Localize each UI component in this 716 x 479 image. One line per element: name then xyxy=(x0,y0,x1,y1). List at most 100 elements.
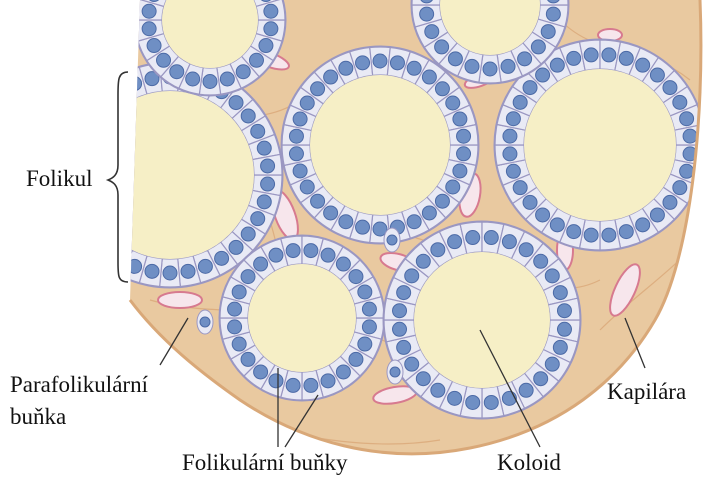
colloid xyxy=(248,264,356,372)
cell-nucleus xyxy=(502,235,516,249)
follicular-cell xyxy=(60,135,92,160)
kapilara-label: Kapilára xyxy=(607,378,686,406)
cell-nucleus xyxy=(85,227,99,241)
cell-nucleus xyxy=(534,372,548,386)
follicular-cell xyxy=(66,205,99,234)
cell-nucleus xyxy=(142,4,156,18)
cell-nucleus xyxy=(420,7,434,21)
cell-nucleus xyxy=(636,218,650,232)
cell-nucleus xyxy=(128,77,142,91)
cell-nucleus xyxy=(483,62,497,76)
cell-nucleus xyxy=(416,372,430,386)
cell-nucleus xyxy=(257,141,271,155)
cell-nucleus xyxy=(304,378,318,392)
cell-nucleus xyxy=(163,266,177,280)
cell-nucleus xyxy=(229,96,243,110)
cell-nucleus xyxy=(673,95,687,109)
parafollicular-nucleus xyxy=(200,317,210,327)
cell-nucleus xyxy=(465,59,479,73)
cell-nucleus xyxy=(484,231,498,245)
cell-nucleus xyxy=(457,147,471,161)
cell-nucleus xyxy=(567,51,581,65)
cell-nucleus xyxy=(336,365,350,379)
follicular-cell xyxy=(75,100,108,131)
folikul-bracket xyxy=(108,72,128,282)
cell-nucleus xyxy=(650,208,664,222)
cell-nucleus xyxy=(286,244,300,258)
cell-nucleus xyxy=(425,25,439,39)
cell-nucleus xyxy=(435,40,449,54)
parafollicular-nucleus xyxy=(390,367,400,377)
cell-nucleus xyxy=(215,251,229,265)
cell-nucleus xyxy=(170,65,184,79)
cell-nucleus xyxy=(257,195,271,209)
cell-nucleus xyxy=(97,96,111,110)
cell-nucleus xyxy=(453,164,467,178)
cell-nucleus xyxy=(249,53,263,67)
follicular-cell xyxy=(66,116,99,145)
cell-nucleus xyxy=(550,218,564,232)
cell-nucleus xyxy=(311,82,325,96)
parafolikularni-label-line2: buňka xyxy=(10,403,66,431)
cell-nucleus xyxy=(97,240,111,254)
cell-nucleus xyxy=(356,220,370,234)
follicular-cell xyxy=(87,86,119,119)
capillary xyxy=(158,292,202,308)
cell-nucleus xyxy=(264,22,278,36)
cell-nucleus xyxy=(259,39,273,53)
follicular-cell xyxy=(60,190,92,215)
cell-nucleus xyxy=(336,257,350,271)
follicle-top-center xyxy=(281,46,480,245)
cell-nucleus xyxy=(448,235,462,249)
cell-nucleus xyxy=(356,56,370,70)
cell-nucleus xyxy=(541,25,555,39)
cell-nucleus xyxy=(241,270,255,284)
cell-nucleus xyxy=(220,72,234,86)
cell-nucleus xyxy=(407,215,421,229)
cell-nucleus xyxy=(503,129,517,143)
cell-nucleus xyxy=(373,54,387,68)
cell-nucleus xyxy=(557,304,571,318)
cell-nucleus xyxy=(680,164,694,178)
cell-nucleus xyxy=(254,257,268,271)
cell-nucleus xyxy=(321,248,335,262)
cell-nucleus xyxy=(289,147,303,161)
cell-nucleus xyxy=(324,206,338,220)
cell-nucleus xyxy=(397,286,411,300)
cell-nucleus xyxy=(69,141,83,155)
cell-nucleus xyxy=(466,395,480,409)
cell-nucleus xyxy=(241,352,255,366)
cell-nucleus xyxy=(531,40,545,54)
cell-nucleus xyxy=(362,320,376,334)
cell-nucleus xyxy=(673,181,687,195)
cell-nucleus xyxy=(85,109,99,123)
cell-nucleus xyxy=(145,264,159,278)
cell-nucleus xyxy=(321,374,335,388)
cell-nucleus xyxy=(293,112,307,126)
cell-nucleus xyxy=(358,337,372,351)
cell-nucleus xyxy=(448,391,462,405)
cell-nucleus xyxy=(431,383,445,397)
cell-nucleus xyxy=(553,286,567,300)
colloid xyxy=(414,252,550,388)
parafollicular-nucleus xyxy=(387,235,397,245)
cell-nucleus xyxy=(269,374,283,388)
cell-nucleus xyxy=(358,285,372,299)
cell-nucleus xyxy=(289,129,303,143)
cell-nucleus xyxy=(261,177,275,191)
cell-nucleus xyxy=(198,259,212,273)
cell-nucleus xyxy=(304,244,318,258)
cell-nucleus xyxy=(232,337,246,351)
cell-nucleus xyxy=(513,181,527,195)
cell-nucleus xyxy=(534,254,548,268)
cell-nucleus xyxy=(286,378,300,392)
cell-nucleus xyxy=(484,395,498,409)
folikul-label: Folikul xyxy=(26,165,92,193)
cell-nucleus xyxy=(446,96,460,110)
cell-nucleus xyxy=(683,129,697,143)
cell-nucleus xyxy=(241,109,255,123)
cell-nucleus xyxy=(232,285,246,299)
cell-nucleus xyxy=(75,212,89,226)
